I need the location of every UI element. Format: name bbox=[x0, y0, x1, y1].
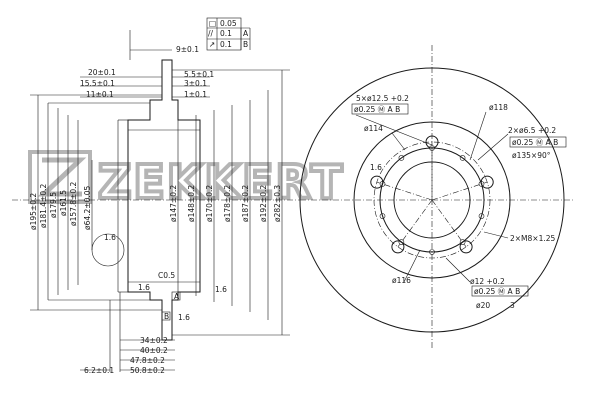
dia-181-4: ø181.4±0.2 bbox=[39, 184, 48, 228]
locating-hole bbox=[478, 181, 485, 187]
runout-datum: B bbox=[243, 40, 248, 49]
dia-282: ø282±0.3 bbox=[273, 185, 282, 222]
locating-hole bbox=[398, 155, 405, 161]
label-dia-20: ø20 bbox=[476, 301, 490, 310]
parallelism-value: 0.1 bbox=[220, 29, 232, 38]
locating-hole bbox=[398, 239, 405, 245]
label-dia-116: ø116 bbox=[392, 276, 411, 285]
dim-top-5-5: 5.5±0.1 bbox=[184, 70, 214, 79]
roughness-label: 1.6 bbox=[215, 285, 227, 294]
parallelism-symbol-icon: // bbox=[208, 29, 214, 38]
locating-hole bbox=[379, 213, 386, 219]
chamfer-label: C0.5 bbox=[158, 271, 175, 280]
locating-hole bbox=[379, 181, 386, 187]
label-dia-118: ø118 bbox=[489, 103, 508, 112]
side-view: 9±0.1 20±0.1 15.5±0.1 11±0.1 5.5±0.1 3±0… bbox=[12, 30, 300, 375]
dim-top-9: 9±0.1 bbox=[176, 45, 199, 54]
locating-hole bbox=[459, 155, 466, 161]
leader-lines bbox=[355, 111, 509, 283]
left-diameter-lines bbox=[30, 94, 162, 311]
roughness-label: 1.6 bbox=[104, 233, 116, 242]
dim-top-3: 3±0.1 bbox=[184, 79, 207, 88]
dim-top-1: 1±0.1 bbox=[184, 90, 207, 99]
label-position-tol-2: ø0.25 Ⓜ A B bbox=[512, 138, 558, 147]
dim-top-20: 20±0.1 bbox=[88, 68, 116, 77]
runout-symbol-icon: ↗ bbox=[209, 40, 215, 49]
hole-axis-line bbox=[376, 181, 433, 201]
top-dim-lines bbox=[80, 30, 210, 98]
roughness-label: 1.6 bbox=[138, 283, 150, 292]
dim-bottom-40: 40±0.2 bbox=[140, 346, 168, 355]
datum-a-label: A bbox=[174, 292, 180, 301]
dia-195: ø195±0.2 bbox=[29, 193, 38, 230]
hole-axis-line bbox=[431, 199, 467, 248]
label-5x-holes: 5×ø12.5 +0.2 bbox=[356, 94, 409, 103]
disc-outer-edge bbox=[299, 67, 565, 333]
hole-axis-line bbox=[397, 199, 433, 248]
dim-top-15-5: 15.5±0.1 bbox=[80, 79, 115, 88]
label-dia-114: ø114 bbox=[364, 124, 383, 133]
brand-watermark: ZEKKERT bbox=[28, 150, 344, 211]
dia-187: ø187±0.2 bbox=[241, 185, 250, 222]
runout-value: 0.1 bbox=[220, 40, 232, 49]
position-tolerance-boxes bbox=[351, 103, 567, 297]
label-position-tol-1: ø0.25 Ⓜ A B bbox=[354, 105, 400, 114]
detail-circle bbox=[91, 233, 125, 267]
label-3: 3 bbox=[510, 301, 515, 310]
label-dia-12: ø12 +0.2 bbox=[470, 277, 505, 286]
label-thread: 2×M8×1.25 bbox=[510, 234, 556, 243]
datum-b-box bbox=[161, 311, 171, 321]
dia-179-5: ø179.5 bbox=[49, 192, 58, 218]
bolt-hole bbox=[459, 240, 473, 254]
dia-147: ø147±0.2 bbox=[169, 185, 178, 222]
datum-b-label: B bbox=[164, 312, 169, 321]
brand-name: ZEKKERT bbox=[98, 155, 344, 209]
hat-edge bbox=[353, 121, 511, 279]
inner-diameter-lines bbox=[172, 69, 290, 336]
datum-a-box bbox=[171, 291, 181, 301]
dia-64-2: ø64.2±0.05 bbox=[83, 186, 92, 230]
flatness-symbol-icon: □ bbox=[209, 19, 216, 28]
dia-178: ø178±0.2 bbox=[223, 185, 232, 222]
locating-hole bbox=[429, 145, 435, 151]
dia-170: ø170±0.2 bbox=[205, 185, 214, 222]
bolt-hole bbox=[370, 175, 384, 189]
front-view: 5×ø12.5 +0.2 ø0.25 Ⓜ A B ø118 ø114 2×ø6.… bbox=[299, 45, 575, 350]
hole-axis-line bbox=[431, 181, 488, 201]
locating-hole bbox=[478, 213, 485, 219]
bolt-holes bbox=[370, 135, 494, 255]
bolt-hole bbox=[480, 175, 494, 189]
dim-top-11: 11±0.1 bbox=[86, 90, 114, 99]
dim-bottom-34: 34±0.2 bbox=[140, 336, 168, 345]
tolerance-frame: □ 0.05 // 0.1 A ↗ 0.1 B bbox=[206, 17, 251, 51]
brand-logo-icon bbox=[28, 150, 92, 204]
roughness-label: 1.6 bbox=[178, 313, 190, 322]
dia-148: ø148±0.2 bbox=[187, 185, 196, 222]
parallelism-datum: A bbox=[243, 29, 249, 38]
locating-hole bbox=[459, 239, 466, 245]
dia-192: ø192±0.2 bbox=[259, 185, 268, 222]
label-position-tol-3: ø0.25 Ⓜ A B bbox=[474, 287, 520, 296]
label-dia-135: ø135×90° bbox=[512, 151, 551, 160]
dia-161-5: ø161.5 bbox=[59, 190, 68, 216]
label-roughness-front: 1.6 bbox=[370, 163, 382, 172]
dim-bottom-6-2: 6.2±0.1 bbox=[84, 366, 114, 375]
bolt-hole bbox=[391, 240, 405, 254]
flatness-value: 0.05 bbox=[220, 19, 237, 28]
dim-bottom-50-8: 50.8±0.2 bbox=[130, 366, 165, 375]
dia-157-8: ø157.8±0.2 bbox=[69, 182, 78, 226]
bottom-dim-lines bbox=[80, 292, 175, 372]
label-2x-holes: 2×ø6.5 +0.2 bbox=[508, 126, 556, 135]
locating-hole bbox=[429, 249, 435, 255]
dim-bottom-47-8: 47.8±0.2 bbox=[130, 356, 165, 365]
